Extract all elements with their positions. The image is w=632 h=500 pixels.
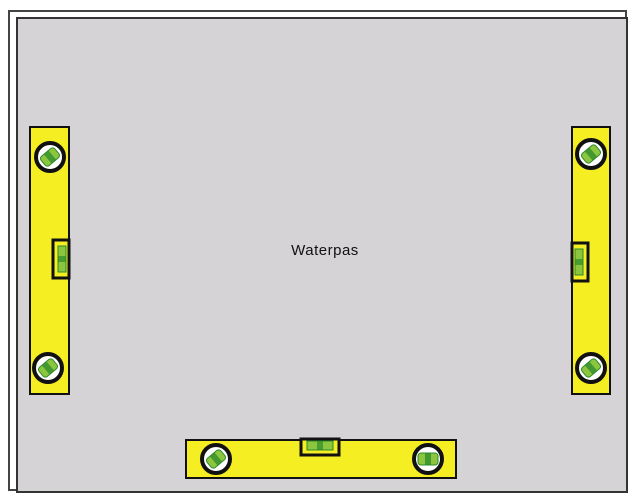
left-level-top-vial-icon — [36, 143, 64, 171]
left-spirit-level[interactable] — [30, 127, 69, 394]
bottom-level-left-vial-icon — [202, 445, 230, 473]
right-level-bottom-vial-icon — [577, 354, 605, 382]
app-title: Waterpas — [270, 242, 380, 259]
right-spirit-level[interactable] — [572, 127, 610, 394]
bottom-level-right-vial-icon — [414, 445, 442, 473]
right-level-top-vial-icon — [577, 140, 605, 168]
left-level-bottom-vial-icon — [34, 354, 62, 382]
bottom-spirit-level[interactable] — [186, 439, 456, 478]
